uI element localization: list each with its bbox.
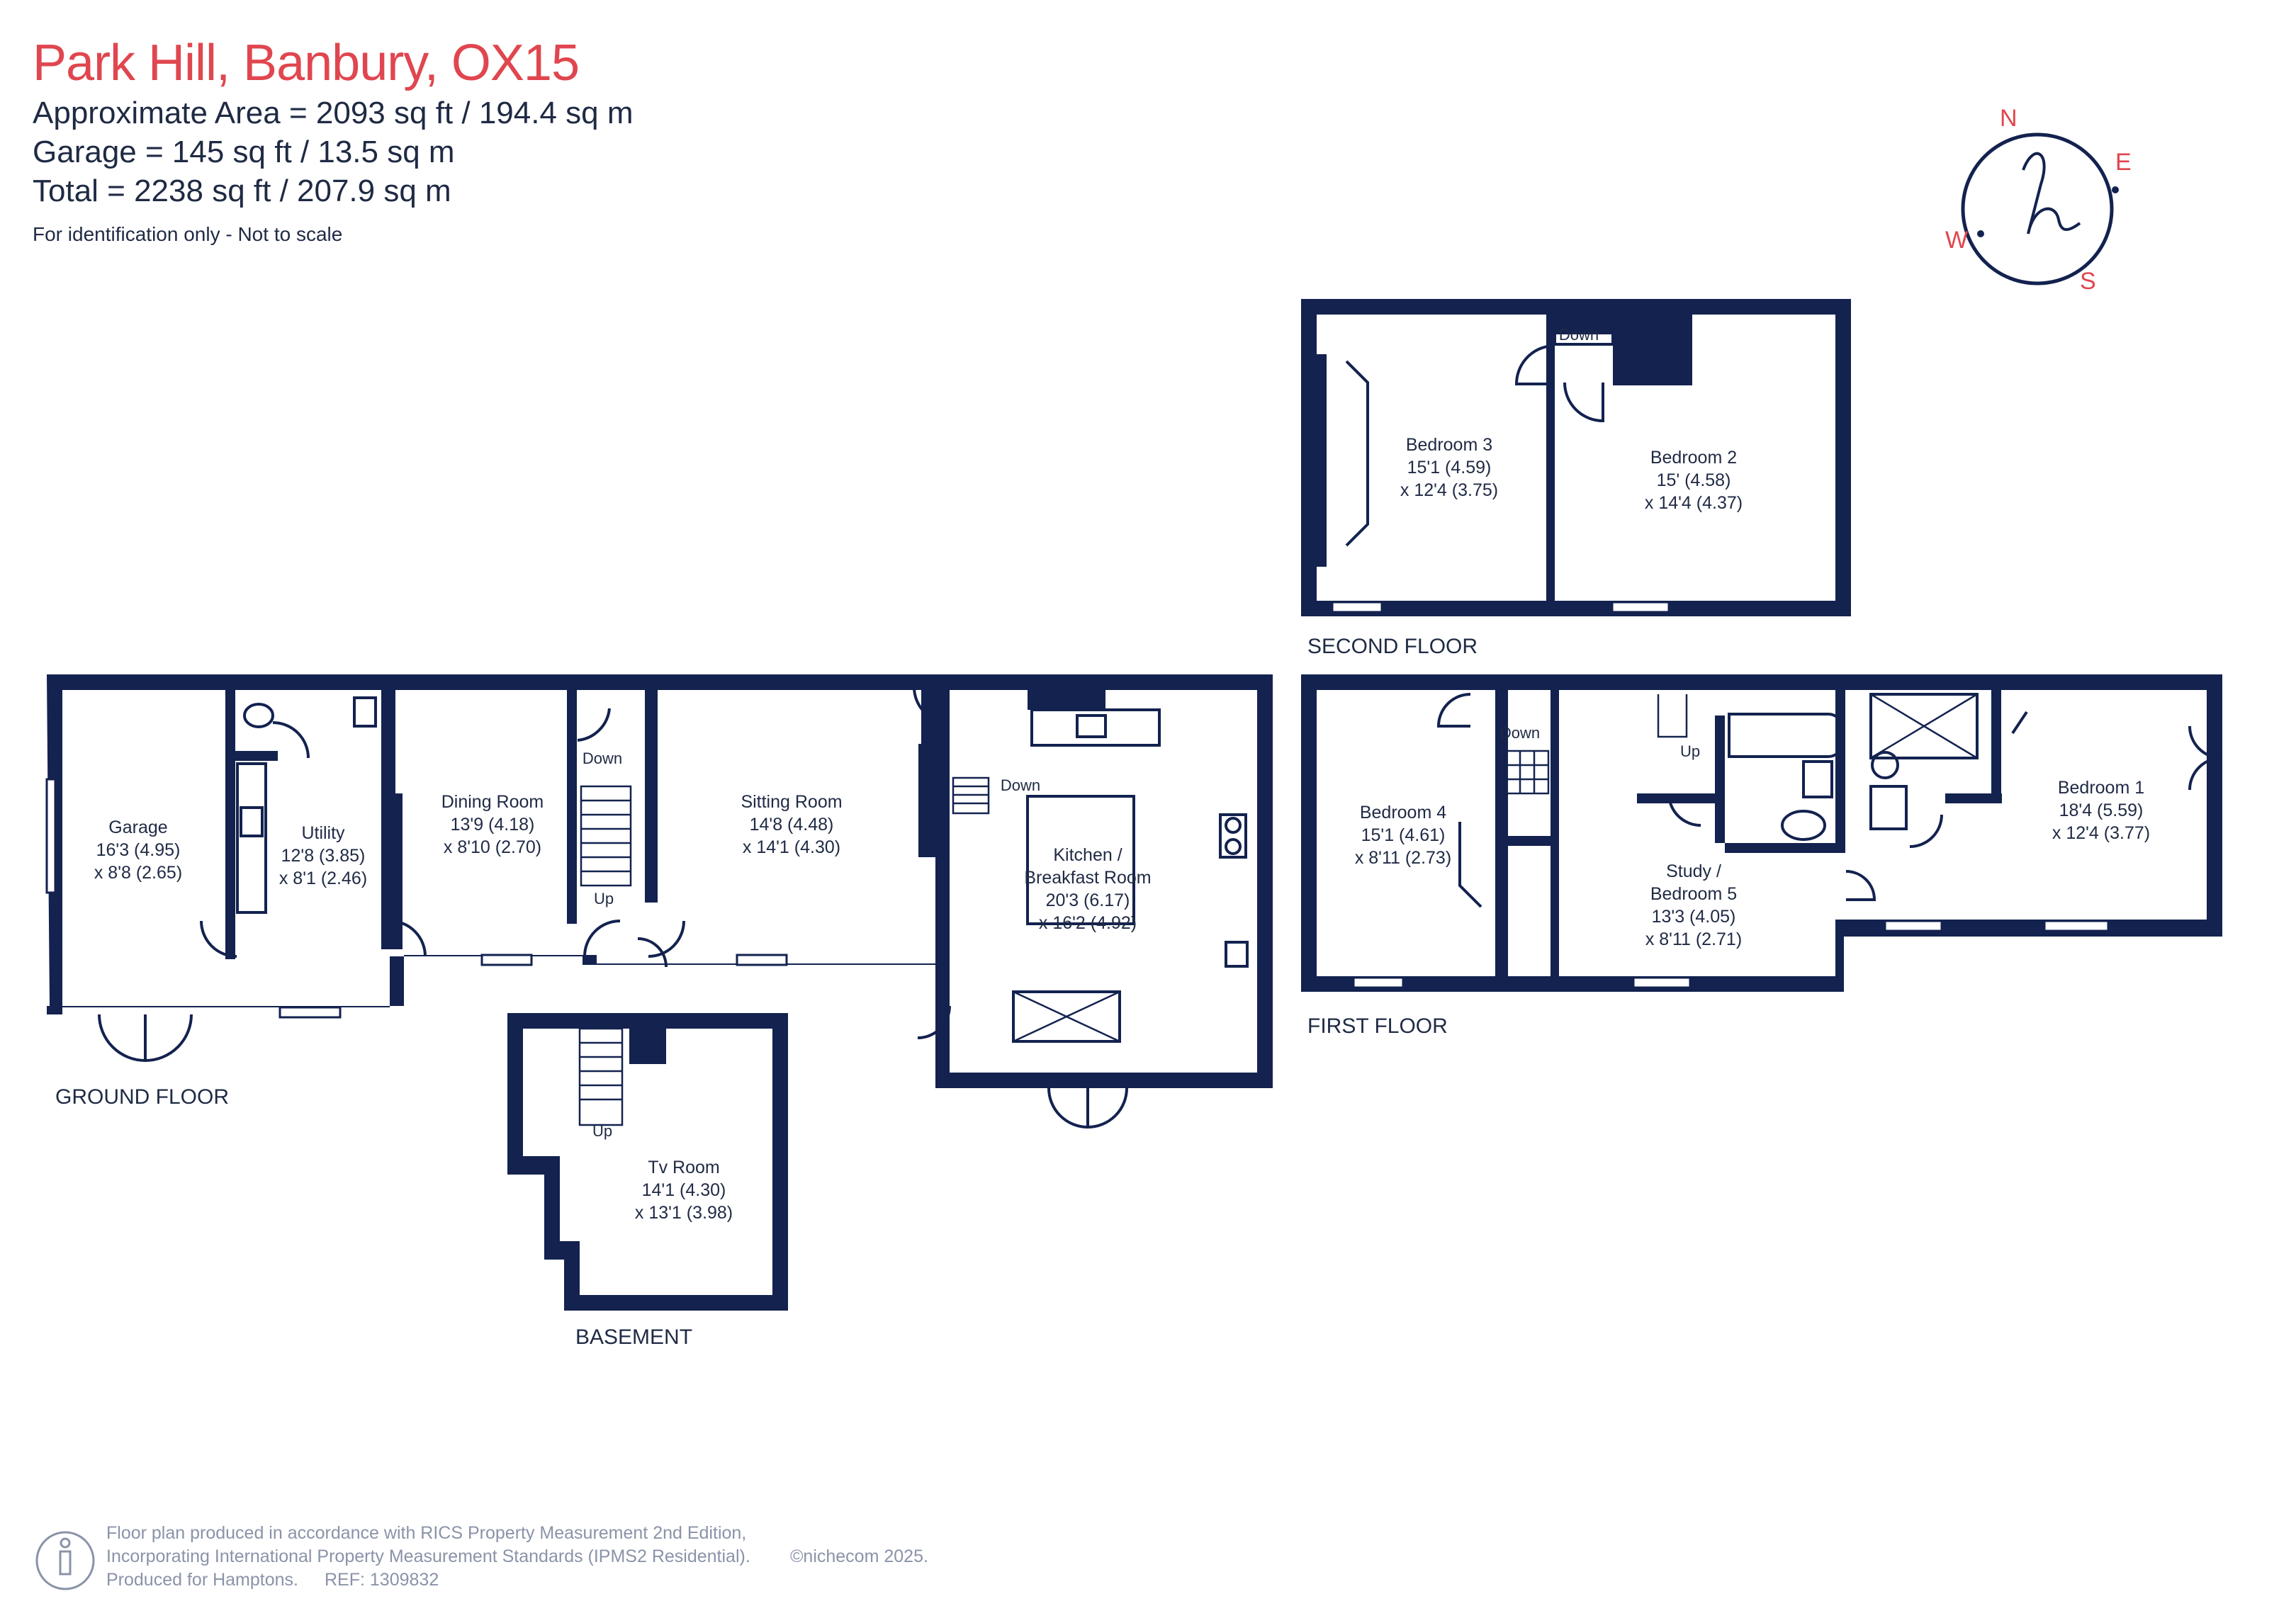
compass-logo-icon: N E S W [1945, 105, 2132, 295]
bedroom-1-dim1: 18'4 (5.59) [2059, 801, 2144, 820]
bedroom-1-dim2: x 12'4 (3.77) [2052, 823, 2150, 843]
stairs-down-label: Down [1500, 724, 1540, 742]
hall-stairs-up-label: Up [594, 890, 614, 907]
approximate-area: Approximate Area = 2093 sq ft / 194.4 sq… [33, 96, 634, 130]
sitting-stairs-down-label: Down [1001, 776, 1040, 794]
room-study: Study / [1666, 861, 1721, 881]
stairs-down-label: Down [1559, 326, 1599, 344]
footer-ref: REF: 1309832 [325, 1570, 439, 1590]
room-bedroom-2: Bedroom 2 [1650, 448, 1737, 468]
room-utility: Utility [301, 823, 345, 843]
study-dim1: 13'3 (4.05) [1652, 907, 1736, 927]
garage-area: Garage = 145 sq ft / 13.5 sq m [33, 135, 455, 169]
garage-dim1: 16'3 (4.95) [96, 840, 181, 860]
bedroom-4-dim1: 15'1 (4.61) [1361, 825, 1446, 845]
room-sitting: Sitting Room [741, 792, 842, 812]
basement-plan: Up Tv Room 14'1 (4.30) x 13'1 (3.98) BAS… [507, 1013, 788, 1349]
room-bedroom-5: Bedroom 5 [1650, 884, 1737, 904]
study-dim2: x 8'11 (2.71) [1645, 929, 1742, 949]
compass-west: W [1945, 227, 1968, 254]
bedroom-3-dim1: 15'1 (4.59) [1407, 458, 1492, 477]
room-dining: Dining Room [441, 792, 544, 812]
identification-note: For identification only - Not to scale [33, 223, 343, 245]
compass-east: E [2115, 149, 2132, 176]
tv-dim2: x 13'1 (3.98) [635, 1203, 733, 1223]
basement-label: BASEMENT [575, 1325, 692, 1349]
garage-dim2: x 8'8 (2.65) [94, 863, 182, 883]
sitting-dim1: 14'8 (4.48) [750, 815, 834, 835]
utility-dim2: x 8'1 (2.46) [279, 869, 367, 888]
room-breakfast: Breakfast Room [1024, 868, 1151, 888]
compass-south: S [2080, 268, 2096, 295]
footer-line-1: Floor plan produced in accordance with R… [106, 1523, 747, 1543]
second-floor-plan: Bedroom 3 15'1 (4.59) x 12'4 (3.75) Bedr… [1301, 299, 1851, 658]
dining-dim2: x 8'10 (2.70) [444, 837, 541, 857]
stairs-up-label: Up [1680, 742, 1700, 760]
total-area: Total = 2238 sq ft / 207.9 sq m [33, 174, 451, 208]
dining-dim1: 13'9 (4.18) [451, 815, 535, 835]
compass-north: N [2000, 105, 2018, 132]
first-floor-label: FIRST FLOOR [1307, 1014, 1448, 1038]
bedroom-2-dim1: 15' (4.58) [1657, 470, 1731, 490]
footer-line-2: Incorporating International Property Mea… [106, 1546, 750, 1566]
sitting-dim2: x 14'1 (4.30) [743, 837, 840, 857]
kitchen-dim1: 20'3 (6.17) [1046, 890, 1130, 910]
bedroom-2-dim2: x 14'4 (4.37) [1645, 493, 1743, 513]
second-floor-label: SECOND FLOOR [1307, 635, 1478, 658]
ground-floor-label: GROUND FLOOR [55, 1085, 229, 1109]
bedroom-4-dim2: x 8'11 (2.73) [1355, 848, 1451, 868]
bedroom-3-dim2: x 12'4 (3.75) [1400, 480, 1498, 500]
kitchen-dim2: x 16'2 (4.92) [1039, 913, 1137, 933]
room-bedroom-4: Bedroom 4 [1360, 803, 1446, 822]
footer-line-3: Produced for Hamptons. [106, 1570, 298, 1590]
utility-dim1: 12'8 (3.85) [281, 846, 366, 866]
person-scale-icon [35, 1531, 95, 1590]
tv-dim1: 14'1 (4.30) [642, 1180, 726, 1200]
room-tv-room: Tv Room [648, 1158, 719, 1177]
room-kitchen: Kitchen / [1053, 845, 1122, 865]
footer-brand: ©nichecom 2025. [790, 1546, 928, 1566]
room-garage: Garage [108, 818, 167, 837]
ground-floor-plan: Garage 16'3 (4.95) x 8'8 (2.65) Utility … [45, 674, 1273, 1129]
basement-stairs-up-label: Up [592, 1122, 612, 1140]
first-floor-plan: Bedroom 4 15'1 (4.61) x 8'11 (2.73) Stud… [1301, 674, 2222, 1038]
hall-stairs-down-label: Down [583, 750, 622, 767]
room-bedroom-1: Bedroom 1 [2058, 778, 2144, 798]
room-bedroom-3: Bedroom 3 [1406, 435, 1492, 455]
page-title: Park Hill, Banbury, OX15 [33, 35, 580, 91]
